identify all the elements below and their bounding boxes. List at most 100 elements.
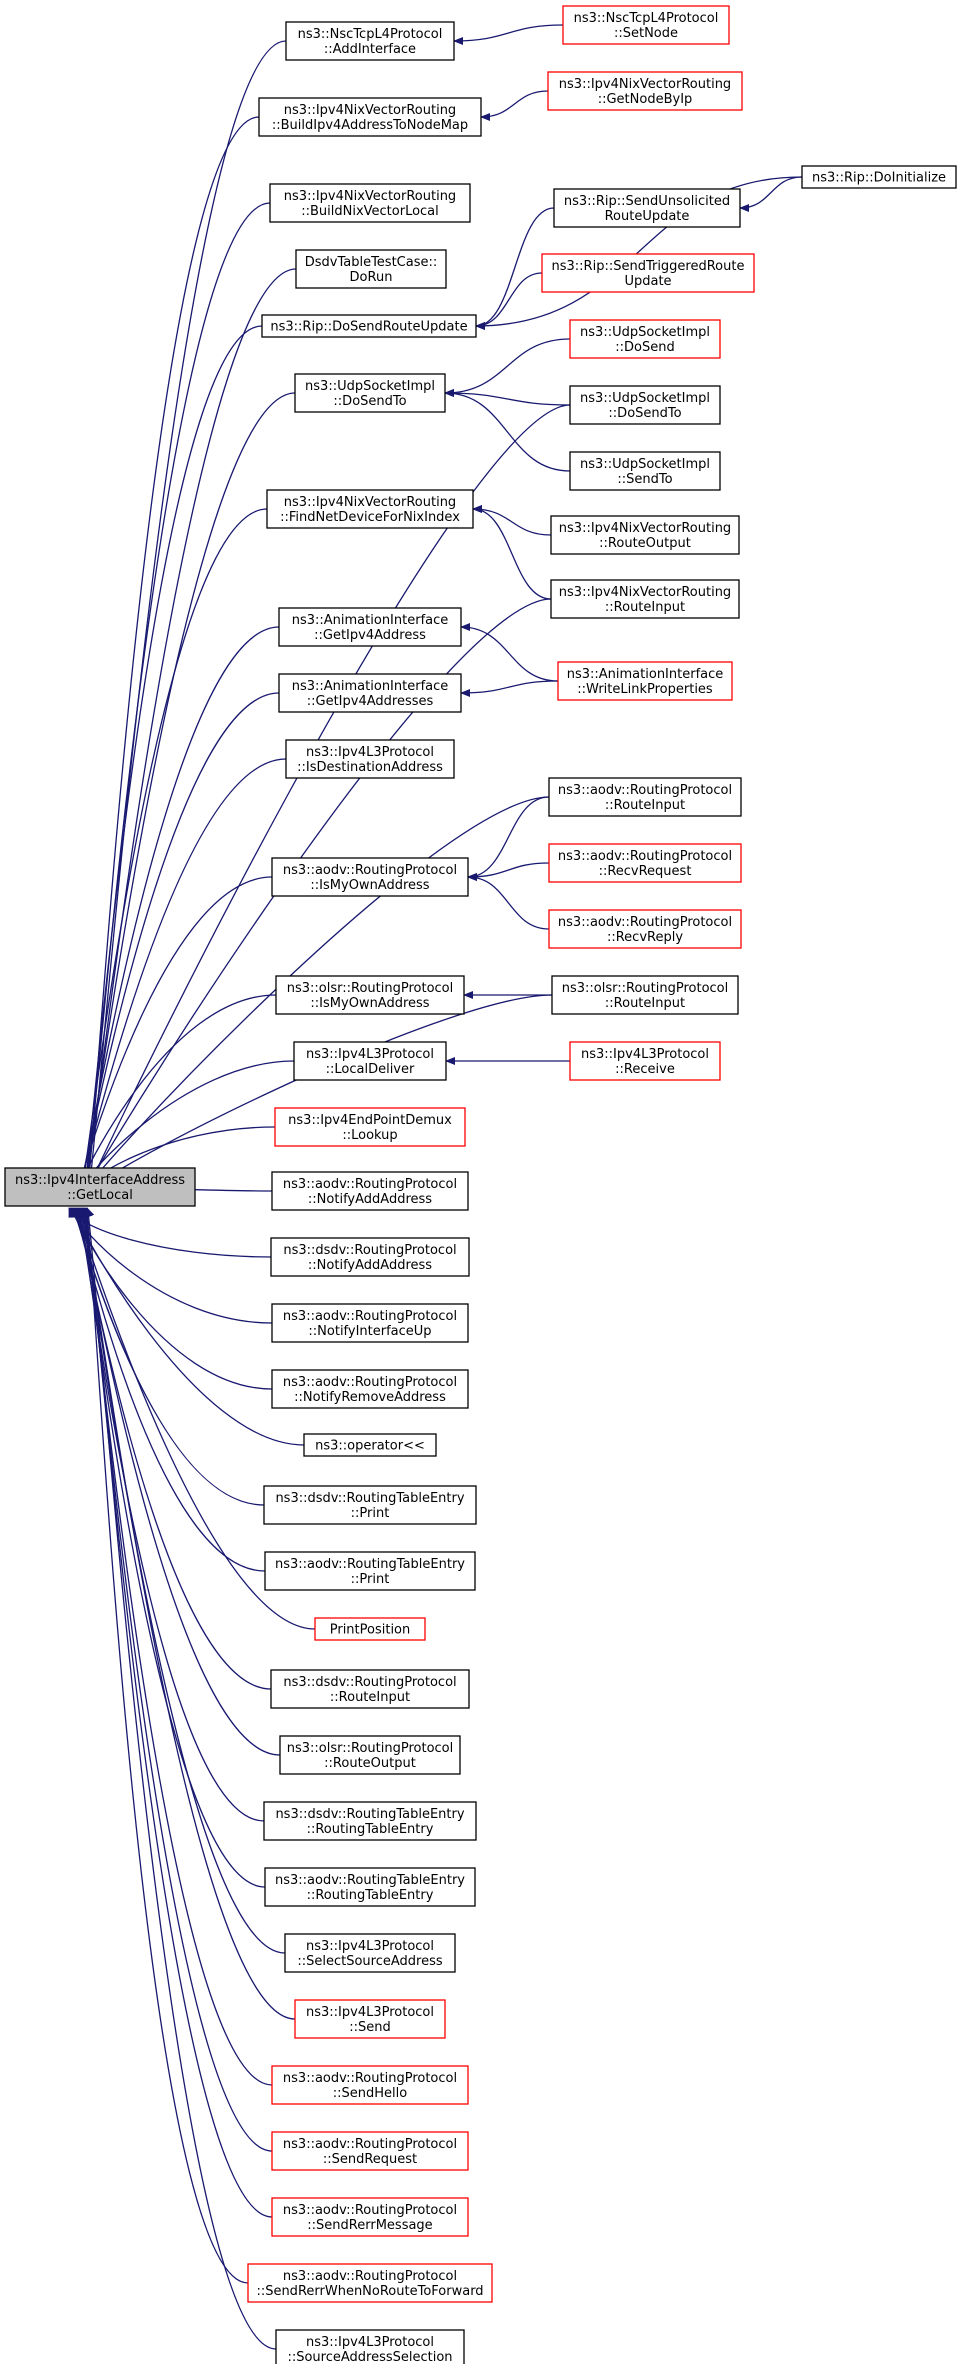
node-n35[interactable]: ns3::operator<< (303, 1433, 437, 1457)
node-n7[interactable]: ns3::Rip::DoSendRouteUpdate (261, 314, 477, 338)
edge-n22-to-n23 (467, 796, 550, 881)
node-n28[interactable]: ns3::Ipv4L3Protocol::LocalDeliver (293, 1041, 447, 1081)
node-label: ::IsDestinationAddress (297, 760, 443, 775)
node-label: ::DoSendTo (608, 406, 681, 421)
node-n38[interactable]: PrintPosition (314, 1617, 426, 1641)
node-n5[interactable]: ns3::Ipv4NixVectorRouting::BuildNixVecto… (269, 183, 471, 223)
node-root[interactable]: ns3::Ipv4InterfaceAddress::GetLocal (4, 1167, 196, 1207)
edge-n42-to-root (78, 1207, 266, 1888)
node-n12[interactable]: ns3::UdpSocketImpl::DoSend (569, 319, 721, 359)
node-n29[interactable]: ns3::Ipv4L3Protocol::Receive (569, 1041, 721, 1081)
node-label: ::RouteOutput (324, 1756, 416, 1771)
node-box (279, 1735, 461, 1775)
node-box (550, 515, 740, 555)
node-n46[interactable]: ns3::aodv::RoutingProtocol::SendRequest (271, 2131, 469, 2171)
node-label: ::NotifyInterfaceUp (308, 1324, 431, 1339)
node-n23[interactable]: ns3::aodv::RoutingProtocol::IsMyOwnAddre… (271, 857, 469, 897)
edge-n44-to-root (81, 1207, 296, 2020)
node-n36[interactable]: ns3::dsdv::RoutingTableEntry::Print (263, 1485, 477, 1525)
node-box (278, 607, 462, 647)
node-label: ::DoSend (615, 340, 674, 355)
node-box (293, 1041, 447, 1081)
node-n47[interactable]: ns3::aodv::RoutingProtocol::SendRerrMess… (271, 2197, 469, 2237)
node-label: ns3::Ipv4NixVectorRouting (559, 521, 731, 536)
node-label: ns3::AnimationInterface (292, 679, 449, 694)
node-n9[interactable]: ns3::Rip::DoInitialize (801, 165, 957, 189)
node-n11[interactable]: ns3::UdpSocketImpl::DoSendTo (294, 373, 446, 413)
node-n48[interactable]: ns3::aodv::RoutingProtocol::SendRerrWhen… (247, 2263, 493, 2303)
node-n16[interactable]: ns3::Ipv4NixVectorRouting::RouteOutput (550, 515, 740, 555)
node-n44[interactable]: ns3::Ipv4L3Protocol::Send (294, 1999, 446, 2039)
edge-n9-to-n8 (739, 176, 803, 212)
node-n49[interactable]: ns3::Ipv4L3Protocol::SourceAddressSelect… (275, 2329, 465, 2364)
node-n43[interactable]: ns3::Ipv4L3Protocol::SelectSourceAddress (284, 1933, 456, 1973)
node-box (801, 165, 957, 189)
node-n40[interactable]: ns3::olsr::RoutingProtocol::RouteOutput (279, 1735, 461, 1775)
node-box (548, 909, 742, 949)
node-label: ns3::Ipv4L3Protocol (306, 1047, 434, 1062)
node-label: ns3::aodv::RoutingTableEntry (275, 1873, 465, 1888)
node-box (271, 857, 469, 897)
node-n42[interactable]: ns3::aodv::RoutingTableEntry::RoutingTab… (264, 1867, 476, 1907)
node-box (278, 673, 462, 713)
node-n3[interactable]: ns3::Ipv4NixVectorRouting::BuildIpv4Addr… (258, 97, 482, 137)
node-label: ::RoutingTableEntry (307, 1822, 434, 1837)
node-n25[interactable]: ns3::aodv::RoutingProtocol::RecvReply (548, 909, 742, 949)
node-label: ::Receive (615, 1062, 675, 1077)
node-label: ns3::aodv::RoutingProtocol (283, 863, 457, 878)
node-box (548, 777, 742, 817)
node-label: ::NotifyAddAddress (308, 1258, 432, 1273)
node-label: ns3::aodv::RoutingProtocol (558, 783, 732, 798)
nodes-layer: ns3::Ipv4InterfaceAddress::GetLocalns3::… (4, 5, 957, 2364)
node-n13[interactable]: ns3::UdpSocketImpl::DoSendTo (569, 385, 721, 425)
node-n33[interactable]: ns3::aodv::RoutingProtocol::NotifyInterf… (271, 1303, 469, 1343)
node-n30[interactable]: ns3::Ipv4EndPointDemux::Lookup (274, 1107, 466, 1147)
node-box (271, 1171, 469, 1211)
node-label: ns3::operator<< (315, 1439, 425, 1454)
node-label: ns3::aodv::RoutingProtocol (558, 915, 732, 930)
edge-n18-to-root (76, 626, 280, 1205)
node-label: ns3::aodv::RoutingProtocol (283, 1375, 457, 1390)
node-n1[interactable]: ns3::NscTcpL4Protocol::AddInterface (285, 21, 455, 61)
node-n14[interactable]: ns3::UdpSocketImpl::SendTo (569, 451, 721, 491)
node-label: ::Print (351, 1572, 390, 1587)
node-label: ::SendHello (333, 2086, 407, 2101)
node-label: ns3::dsdv::RoutingTableEntry (275, 1807, 464, 1822)
node-label: ::RouteInput (605, 798, 685, 813)
node-label: ::RecvRequest (599, 864, 692, 879)
node-n32[interactable]: ns3::dsdv::RoutingProtocol::NotifyAddAdd… (270, 1237, 470, 1277)
node-n21[interactable]: ns3::Ipv4L3Protocol::IsDestinationAddres… (285, 739, 455, 779)
node-n27[interactable]: ns3::olsr::RoutingProtocol::RouteInput (551, 975, 739, 1015)
node-n4[interactable]: ns3::Ipv4NixVectorRouting::GetNodeByIp (547, 71, 743, 111)
edge-n48-to-root (85, 1207, 249, 2284)
node-label: ns3::Rip::DoInitialize (812, 171, 946, 186)
node-box (4, 1167, 196, 1207)
node-n37[interactable]: ns3::aodv::RoutingTableEntry::Print (264, 1551, 476, 1591)
edge-n19-to-n18 (460, 623, 559, 682)
node-label: ::SourceAddressSelection (287, 2350, 452, 2364)
node-n17[interactable]: ns3::Ipv4NixVectorRouting::RouteInput (550, 579, 740, 619)
node-box (269, 183, 471, 223)
node-n6[interactable]: DsdvTableTestCase::DoRun (295, 249, 447, 289)
node-label: ::Print (351, 1506, 390, 1521)
node-n34[interactable]: ns3::aodv::RoutingProtocol::NotifyRemove… (271, 1369, 469, 1409)
node-n26[interactable]: ns3::olsr::RoutingProtocol::IsMyOwnAddre… (275, 975, 465, 1015)
node-n15[interactable]: ns3::Ipv4NixVectorRouting::FindNetDevice… (266, 489, 474, 529)
node-n18[interactable]: ns3::AnimationInterface::GetIpv4Address (278, 607, 462, 647)
node-n24[interactable]: ns3::aodv::RoutingProtocol::RecvRequest (548, 843, 742, 883)
node-n31[interactable]: ns3::aodv::RoutingProtocol::NotifyAddAdd… (271, 1171, 469, 1211)
node-box (294, 1999, 446, 2039)
node-n20[interactable]: ns3::AnimationInterface::GetIpv4Addresse… (278, 673, 462, 713)
node-box (569, 1041, 721, 1081)
node-n39[interactable]: ns3::dsdv::RoutingProtocol::RouteInput (270, 1669, 470, 1709)
node-n45[interactable]: ns3::aodv::RoutingProtocol::SendHello (271, 2065, 469, 2105)
node-label: ns3::Ipv4L3Protocol (306, 2005, 434, 2020)
node-n22[interactable]: ns3::aodv::RoutingProtocol::RouteInput (548, 777, 742, 817)
node-n2[interactable]: ns3::NscTcpL4Protocol::SetNode (562, 5, 730, 45)
node-label: ::GetIpv4Address (314, 628, 426, 643)
node-n41[interactable]: ns3::dsdv::RoutingTableEntry::RoutingTab… (263, 1801, 477, 1841)
node-n19[interactable]: ns3::AnimationInterface::WriteLinkProper… (557, 661, 733, 701)
node-label: ns3::AnimationInterface (292, 613, 449, 628)
